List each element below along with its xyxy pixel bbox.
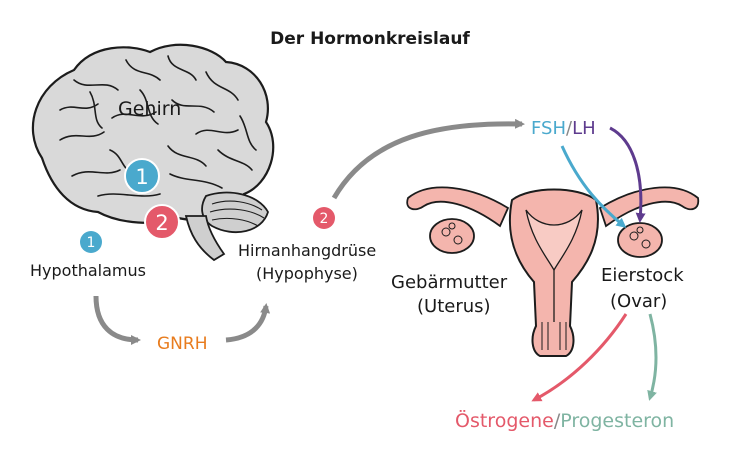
arrow-gnrh-to-pituitary bbox=[225, 303, 271, 343]
lh-label: LH bbox=[572, 118, 596, 139]
badge-2-brain: 2 bbox=[144, 204, 180, 240]
uterus-label-line1: Gebärmutter bbox=[391, 272, 508, 293]
badge-1-hypothalamus-number: 1 bbox=[87, 235, 96, 251]
pituitary-label-line1: Hirnanhangdrüse bbox=[238, 241, 377, 260]
arrow-lh-to-ovary bbox=[609, 126, 646, 223]
arrow-ovary-to-progesterone bbox=[647, 313, 658, 401]
diagram-title: Der Hormonkreislauf bbox=[270, 29, 470, 49]
hormone-separator: / bbox=[553, 410, 561, 432]
hypothalamus-label: Hypothalamus bbox=[30, 261, 146, 280]
badge-1-brain-number: 1 bbox=[135, 165, 148, 189]
badge-1-hypothalamus: 1 bbox=[80, 231, 102, 253]
ovary-label-line2: (Ovar) bbox=[610, 291, 668, 312]
badge-2-pituitary-number: 2 bbox=[320, 211, 329, 227]
brain-label: Gehirn bbox=[118, 98, 182, 120]
estrogen-label: Östrogene bbox=[455, 410, 554, 432]
pituitary-label-line2: (Hypophyse) bbox=[256, 264, 358, 283]
fsh-lh-label: FSH/LH bbox=[531, 118, 596, 139]
arrow-hypothalamus-to-gnrh bbox=[93, 295, 141, 345]
badge-2-pituitary: 2 bbox=[313, 207, 335, 229]
gnrh-label: GNRH bbox=[157, 334, 208, 354]
arrow-ovary-to-estrogen bbox=[531, 313, 628, 402]
badge-1-brain: 1 bbox=[124, 158, 160, 194]
arrow-pituitary-to-fsh-lh bbox=[331, 118, 525, 200]
fsh-label: FSH bbox=[531, 118, 566, 139]
brain-illustration bbox=[31, 43, 275, 262]
fsh-lh-separator: / bbox=[566, 118, 573, 139]
uterus-label-line2: (Uterus) bbox=[417, 296, 491, 317]
ovary-label-line1: Eierstock bbox=[601, 265, 684, 286]
arrow-fsh-to-ovary bbox=[560, 145, 627, 228]
progesterone-label: Progesteron bbox=[560, 410, 675, 432]
hormones-label: Östrogene/Progesteron bbox=[455, 410, 674, 432]
badge-2-brain-number: 2 bbox=[155, 211, 168, 235]
